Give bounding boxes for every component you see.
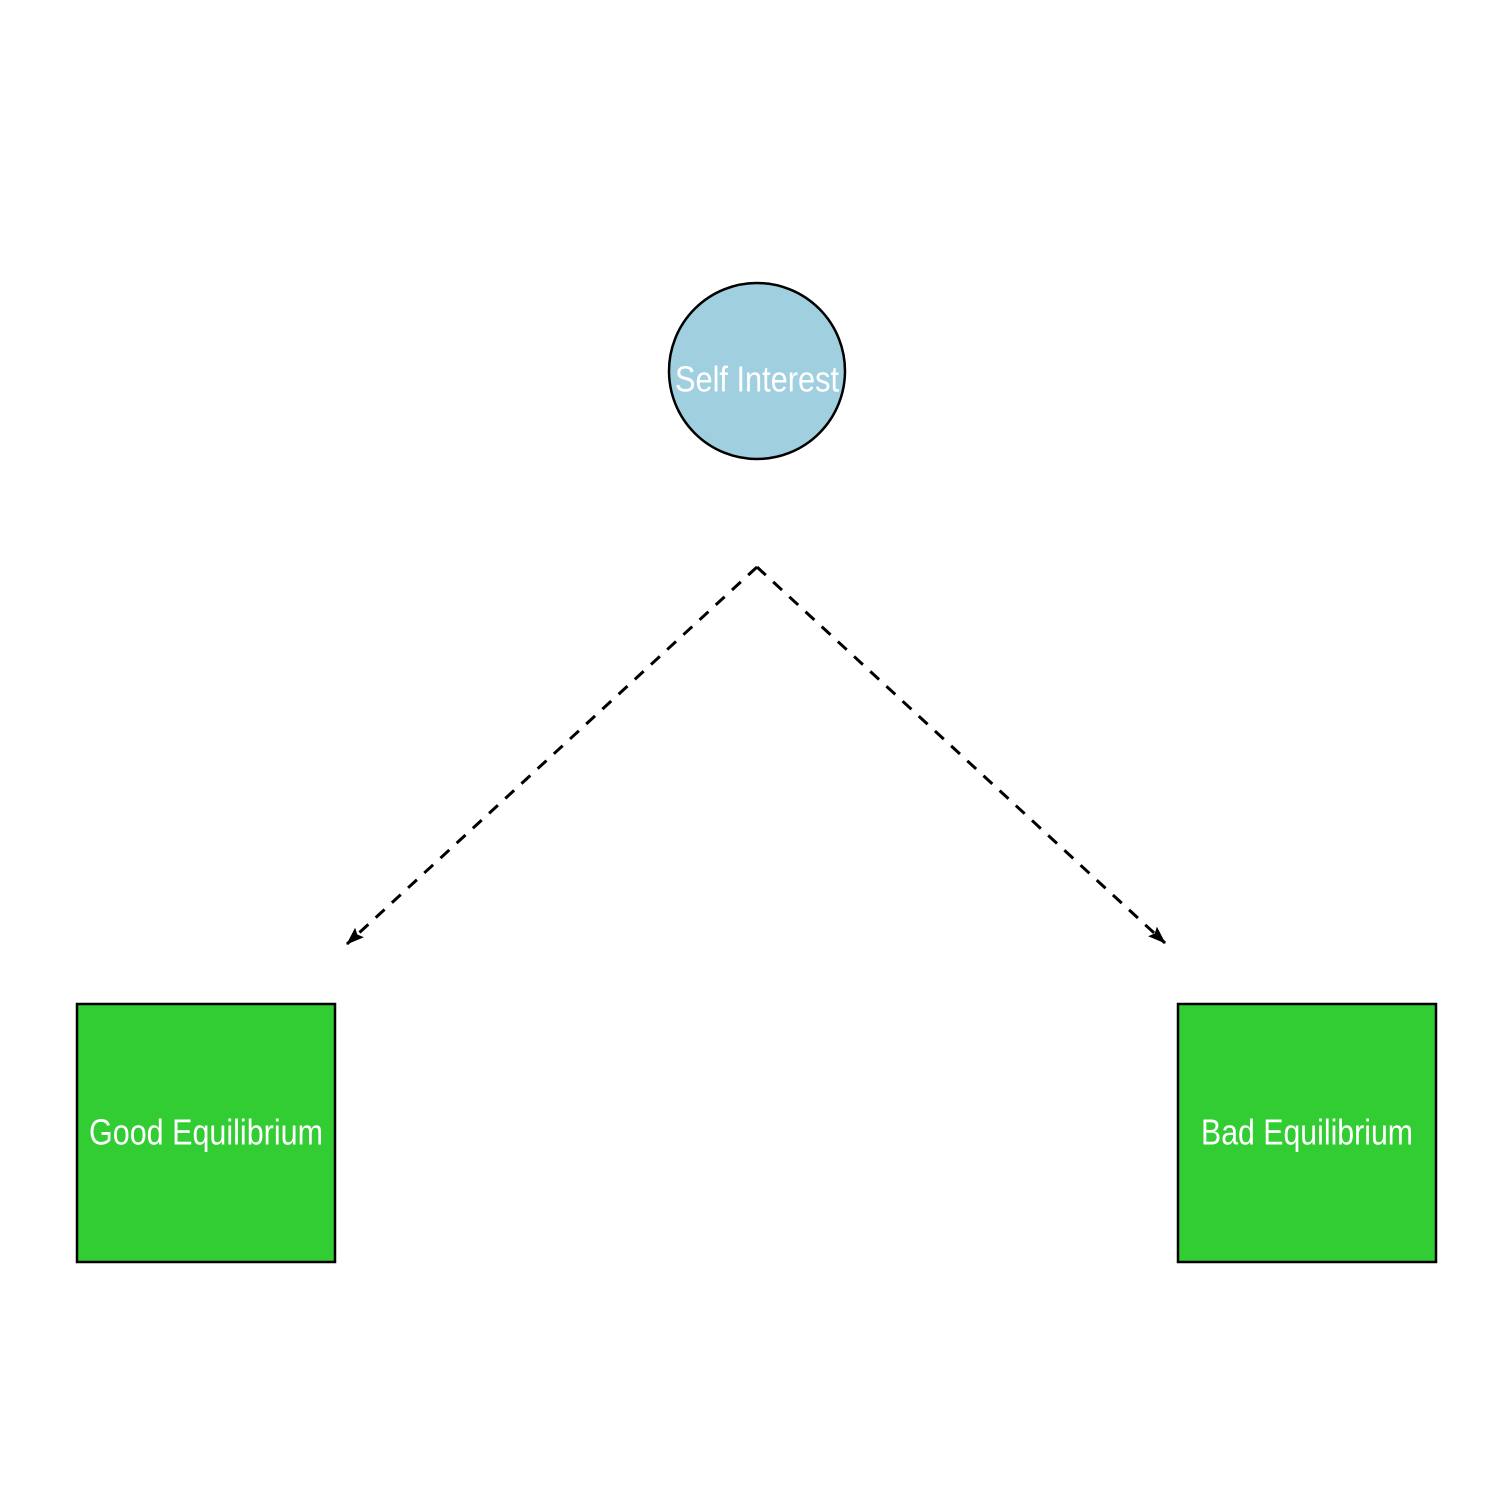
self-interest-circle (667, 281, 847, 461)
bad-equilibrium-label: Bad Equilibrium (1201, 1112, 1413, 1153)
node-bad-equilibrium: Bad Equilibrium (1176, 1002, 1438, 1264)
node-self-interest: Self Interest (667, 281, 847, 461)
self-interest-label: Self Interest (675, 359, 839, 400)
edge-self-interest-to-good-equilibrium (345, 565, 759, 946)
bad-equilibrium-box (1176, 1002, 1438, 1264)
good-equilibrium-box (75, 1002, 337, 1264)
good-equilibrium-label: Good Equilibrium (89, 1112, 323, 1153)
edge-self-interest-to-bad-equilibrium (755, 565, 1167, 945)
node-good-equilibrium: Good Equilibrium (75, 1002, 337, 1264)
